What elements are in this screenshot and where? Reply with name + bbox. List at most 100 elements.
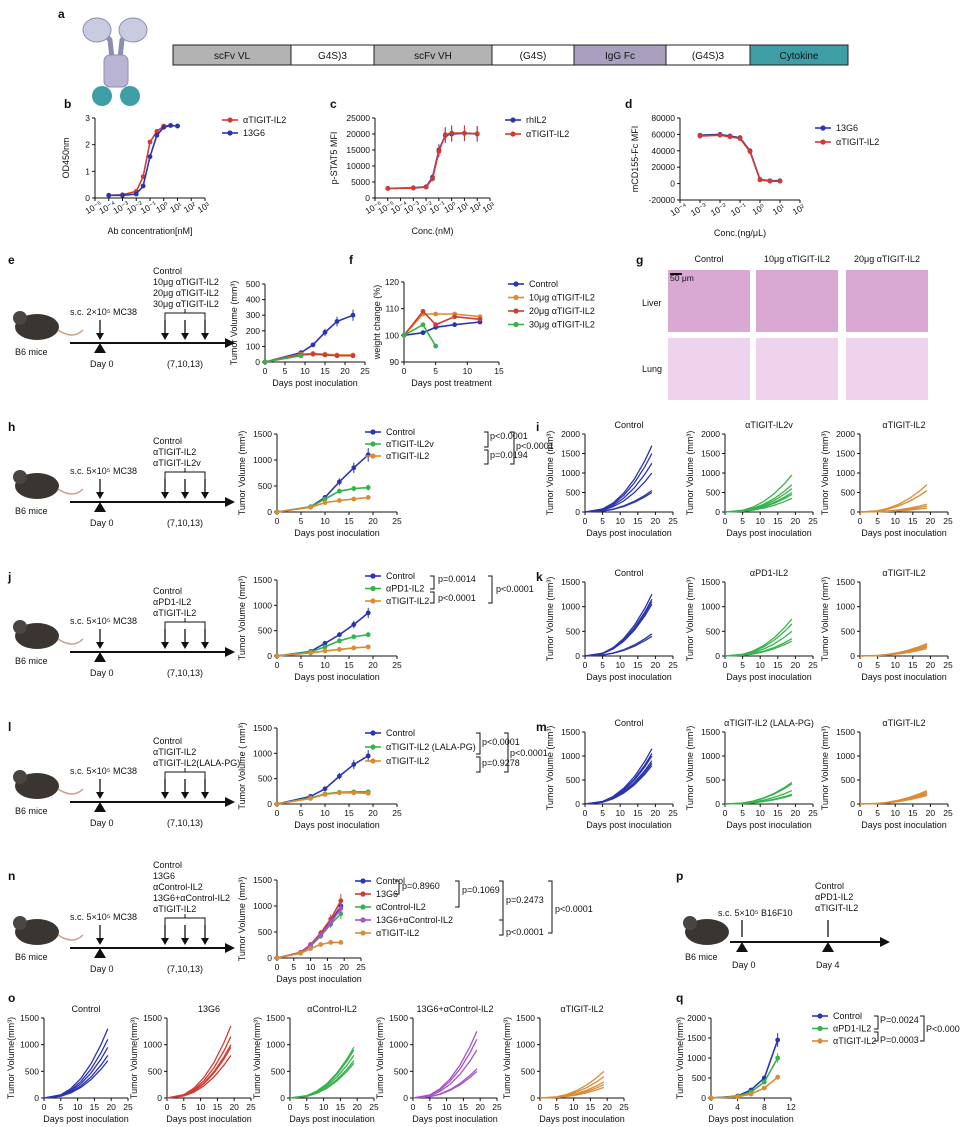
group-label: Control [153,266,182,276]
legend-marker [370,441,376,447]
x-tick-label: 10⁰ [750,202,767,217]
legend-marker [820,125,826,131]
day0-label: Day 0 [732,960,756,970]
x-tick-label: 10 [755,660,765,670]
x-tick-label: 10 [306,962,316,972]
x-tick-label: 15 [908,516,918,526]
group-label: Control [153,436,182,446]
subplot-title: αTIGIT-IL2 [882,718,925,728]
stat-label: p=0.9278 [482,758,520,768]
arrowhead [161,938,169,945]
x-tick-label: 8 [762,1102,767,1112]
legend-label: 13G6 [376,889,398,899]
legend-label: αTIGIT-IL2 [376,928,419,938]
stat-label: P=0.0003 [880,1035,919,1045]
y-tick-label: 90 [390,357,400,367]
x-tick-label: 5 [291,962,296,972]
subplot-title: Control [71,1004,100,1014]
y-tick-label: 500 [841,775,855,785]
x-tick-label: 10 [442,1102,452,1112]
legend-label: αTIGIT-IL2 [386,451,429,461]
individual-tumor-line [166,1044,232,1099]
x-tick-label: 15 [633,516,643,526]
x-axis-label: Days post inoculation [726,672,812,682]
x-tick-label: 0 [723,516,728,526]
y-tick-label: 0 [267,953,272,963]
y-tick-label: 500 [246,279,260,289]
series-line-1 [710,1057,779,1099]
mouse-head [13,916,27,930]
y-tick-label: 10000 [346,161,370,171]
legend-marker [513,321,519,328]
legend-marker [510,131,516,137]
construct-segment-5: (G4S)3 [665,44,751,66]
panel-letter-q: q [676,991,683,1005]
stat-bracket [920,1015,925,1042]
x-axis-label: Days post inoculation [539,1114,625,1124]
x-tick-label: 0 [275,808,280,818]
data-point [274,509,280,515]
x-tick-label: 10³ [481,200,497,215]
timeline-arrowhead [225,797,235,807]
y-tick-label: 0 [715,799,720,809]
group-label: αTIGIT-IL2(LALA-PG) [153,758,240,768]
series-line-2 [276,792,369,805]
y-tick-label: 0 [670,179,675,189]
x-axis-label: Days post inoculation [294,672,380,682]
y-axis-label: Tumor Volume(mm³) [502,1017,512,1099]
x-tick-label: 20 [791,516,801,526]
x-tick-label: 15 [633,660,643,670]
x-tick-label: 5 [304,1102,309,1112]
stat-bracket [510,431,515,465]
day0-label: Day 0 [90,359,114,369]
arrowhead [161,492,169,499]
arrowhead [181,792,189,799]
legend-marker [360,891,366,897]
y-tick-label: 0 [575,507,580,517]
y-tick-label: 1500 [253,429,272,439]
histology-liver-image [668,270,750,332]
cytokine-right [120,86,140,106]
x-tick-label: 15 [773,516,783,526]
y-tick-label: 500 [258,481,272,491]
x-tick-label: 10 [73,1102,83,1112]
stat-bracket [504,732,509,773]
x-tick-label: 25 [392,808,402,818]
y-tick-label: 0 [850,507,855,517]
inoculation-label: s.c. 5×10⁵ MC38 [70,912,137,922]
data-point [777,178,783,184]
legend-label: αTIGIT-IL2 [243,115,286,125]
arrowhead [96,333,104,340]
y-tick-label: 80000 [651,113,675,123]
y-axis-label: Tumor Volume (mm³) [685,577,695,662]
antibody-diagram [82,17,148,106]
x-tick-label: 0 [165,1102,170,1112]
data-point [727,134,733,140]
x-axis-label: Conc.(nM) [411,226,453,236]
y-tick-label: 0 [34,1093,39,1103]
construct-segment-4: IgG Fc [573,44,667,66]
y-axis-label: Tumor Volume ( mm³) [237,722,247,809]
day0-marker [94,652,106,662]
group-label: αTIGIT-IL2v [153,458,201,468]
group-label: 10μg αTIGIT-IL2 [153,277,219,287]
mouse-tail [57,329,84,336]
stat-label: p<0.0001 [482,737,520,747]
y-axis-label: Tumor Volume(mm³) [252,1017,262,1099]
x-tick-label: 5 [58,1102,63,1112]
x-tick-label: 10³ [196,200,212,215]
x-tick-label: 15 [633,808,643,818]
mouse-tail [57,488,84,495]
y-tick-label: 500 [706,775,720,785]
day0-label: Day 0 [90,668,114,678]
data-point [477,316,483,322]
y-tick-label: 1000 [253,748,272,758]
x-tick-label: 10⁻³ [689,201,709,218]
y-tick-label: 500 [25,1066,39,1076]
segment-box [749,44,849,66]
stat-bracket [488,575,493,604]
